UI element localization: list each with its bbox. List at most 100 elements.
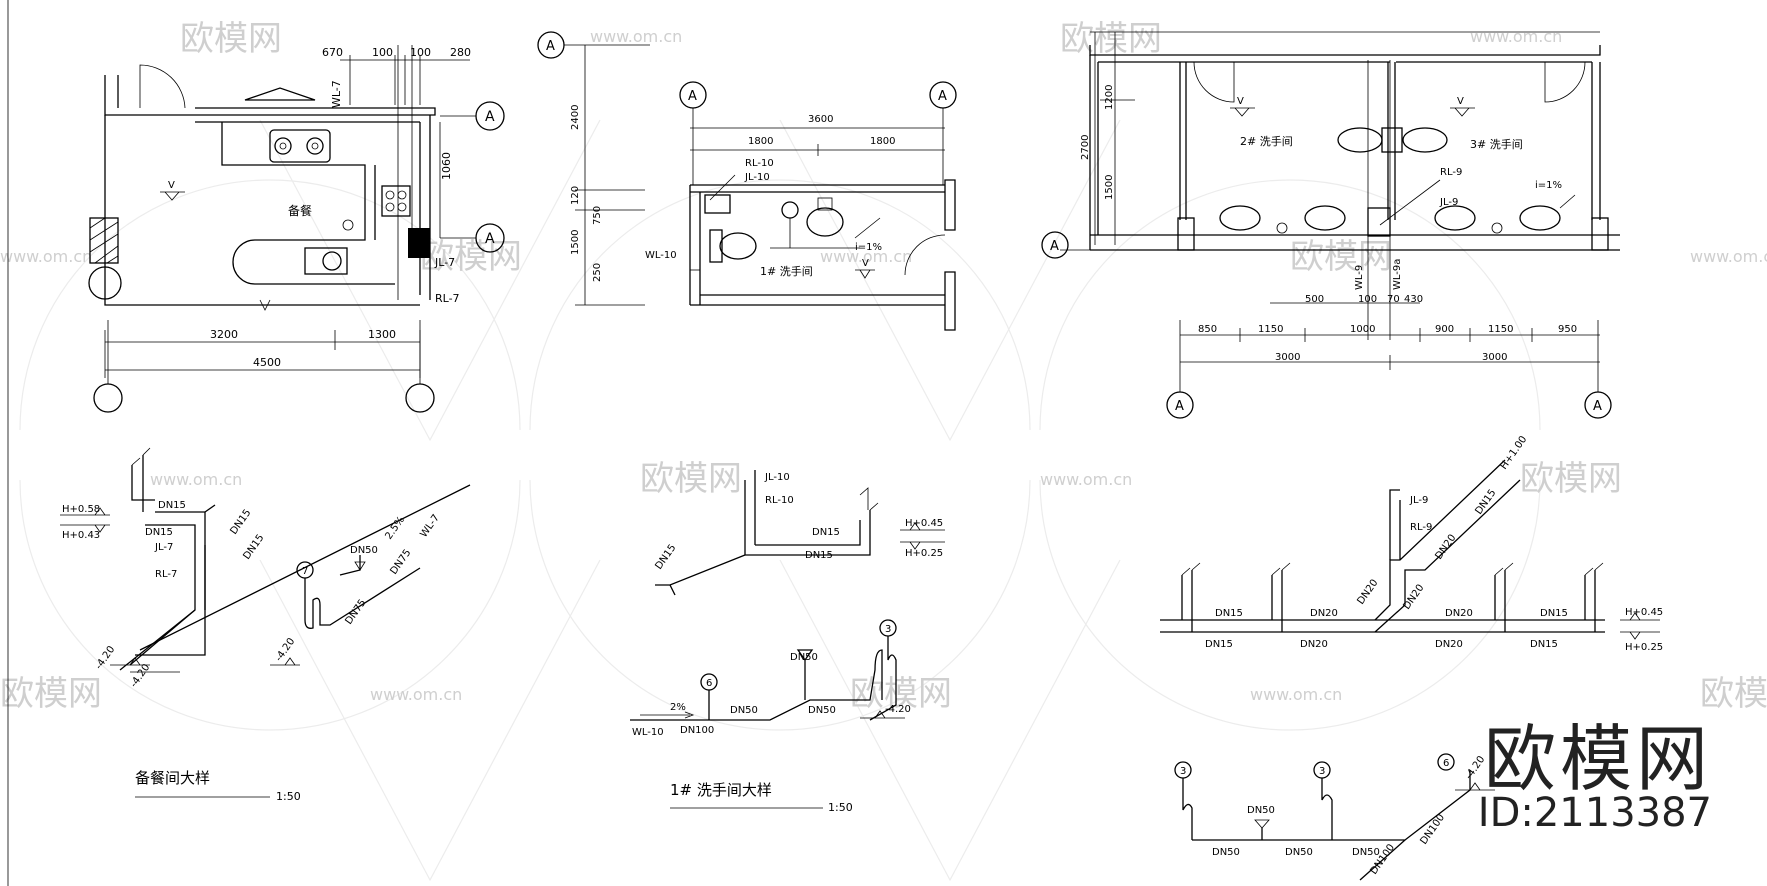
watermark-brand: 欧模网 <box>1520 459 1622 499</box>
level-label: H+0.58 <box>62 504 100 515</box>
node-label: 3 <box>885 624 891 635</box>
pipe-label: WL-7 <box>330 80 343 108</box>
watermark-texts: 欧模网 www.om.cn 欧模网 www.om.cn www.om.cn 欧模… <box>0 19 1767 714</box>
axis-tag <box>1041 231 1069 259</box>
size-label: DN20 <box>1310 608 1338 619</box>
axis-tag-label: A <box>485 231 495 247</box>
size-label: DN15 <box>653 543 678 572</box>
wash23-iso-supply <box>1160 459 1660 640</box>
pantry-iso-labels: H+0.58 H+0.43 DN15 DN15 JL-7 RL-7 DN15 D… <box>62 500 442 690</box>
pantry-plan <box>88 45 505 413</box>
level-mark: V <box>168 180 175 191</box>
pipe-label: RL-9 <box>1410 522 1432 533</box>
size-label: DN15 <box>1205 639 1233 650</box>
size-label: DN15 <box>228 508 253 537</box>
title-pantry: 备餐间大样 <box>135 769 210 787</box>
watermark-brand: 欧模网 <box>1290 237 1392 277</box>
pipe-label: WL-9 <box>1354 265 1365 290</box>
watermark-url: www.om.cn <box>590 27 682 46</box>
watermark-brand: 欧模网 <box>420 237 522 277</box>
size-label: DN15 <box>1540 608 1568 619</box>
pantry-iso <box>60 447 471 673</box>
pipe-label: JL-10 <box>744 172 770 183</box>
dim-row2: 3000 <box>1275 352 1300 363</box>
size-label: DN20 <box>1355 578 1380 607</box>
dim-left: 2700 <box>1080 135 1091 160</box>
dim-row1: 950 <box>1558 324 1577 335</box>
wash23-plan <box>1041 31 1620 419</box>
watermark-brand: 欧模网 <box>0 674 102 714</box>
pipe-label: WL-9a <box>1392 259 1403 290</box>
dim-bottom: 3200 <box>210 328 238 341</box>
size-label: DN75 <box>388 548 413 577</box>
watermark-url: www.om.cn <box>1690 247 1767 266</box>
size-label: DN50 <box>808 705 836 716</box>
scale-wash1: 1:50 <box>828 801 853 814</box>
size-label: DN20 <box>1435 639 1463 650</box>
axis-tag-label: A <box>485 109 495 125</box>
node-label: 7 <box>302 566 308 577</box>
slope-label: i=1% <box>1535 180 1562 191</box>
pipe-label: JL-7 <box>434 256 455 269</box>
dim-left: 1200 <box>1104 85 1115 110</box>
size-label: DN50 <box>1352 847 1380 858</box>
node-label: 3 <box>1319 766 1325 777</box>
axis-tag-label: A <box>1175 399 1184 414</box>
level-label: H+0.25 <box>905 548 943 559</box>
title-wash1: 1# 洗手间大样 <box>670 781 772 799</box>
watermark-brand: 欧模网 <box>1060 19 1162 59</box>
level-label: H+0.25 <box>1625 642 1663 653</box>
dim-row1: 1000 <box>1350 324 1375 335</box>
dim-left: 1500 <box>1104 175 1115 200</box>
dim-top: 100 <box>372 46 393 59</box>
model-id: ID:2113387 <box>1477 790 1712 836</box>
dim-row1: 850 <box>1198 324 1217 335</box>
pipe-label: RL-10 <box>765 495 794 506</box>
size-label: DN15 <box>158 500 186 511</box>
pipe-label: WL-7 <box>418 513 442 540</box>
node-label: 3 <box>1180 766 1186 777</box>
pipe-label: JL-9 <box>1409 495 1428 506</box>
dim-under: 500 <box>1305 294 1324 305</box>
level-mark: V <box>1237 96 1244 107</box>
axis-tag-label: A <box>938 89 947 104</box>
watermark-brand: 欧模网 <box>850 674 952 714</box>
dim-row1: 1150 <box>1258 324 1283 335</box>
slope-label: i=1% <box>855 242 882 253</box>
level-mark: V <box>862 258 869 269</box>
axis-tag-label: A <box>688 89 697 104</box>
watermark-brand: 欧模网 <box>180 19 282 59</box>
scale-pantry: 1:50 <box>276 790 301 803</box>
dim-bottom: 1300 <box>368 328 396 341</box>
wash1-plan <box>537 31 957 331</box>
dim-top: 1800 <box>870 136 895 147</box>
pipe-label: JL-9 <box>1439 197 1458 208</box>
wash1-iso <box>630 470 945 721</box>
pantry-labels: 670 100 100 280 1060 3200 1300 4500 WL-7… <box>168 46 495 369</box>
size-label: DN20 <box>1433 533 1458 562</box>
axis-tag-label: A <box>1050 239 1059 254</box>
pipe-label: RL-7 <box>435 292 460 305</box>
drawing-titles: 备餐间大样 1:50 1# 洗手间大样 1:50 <box>135 769 853 814</box>
size-label: DN75 <box>343 598 368 627</box>
level-label: -4.20 <box>128 662 152 690</box>
size-label: DN15 <box>812 527 840 538</box>
watermark-url: www.om.cn <box>1040 470 1132 489</box>
pipe-label: RL-7 <box>155 569 177 580</box>
pipe-label: RL-10 <box>745 158 774 169</box>
pipe-label: RL-9 <box>1440 167 1462 178</box>
size-label: DN50 <box>730 705 758 716</box>
size-label: DN50 <box>1247 805 1275 816</box>
axis-tag-label: A <box>546 39 555 54</box>
size-label: DN20 <box>1445 608 1473 619</box>
room-label: 2# 洗手间 <box>1240 134 1293 148</box>
size-label: DN50 <box>1285 847 1313 858</box>
wash23-iso-drain-labels: 3 3 6 DN50 DN50 DN50 DN50 DN100 DN100 -4… <box>1180 754 1487 877</box>
size-label: DN20 <box>1300 639 1328 650</box>
watermark-url: www.om.cn <box>820 247 912 266</box>
watermark-url: www.om.cn <box>1470 27 1562 46</box>
slope-label: 2.5% <box>383 515 407 542</box>
size-label: DN15 <box>1530 639 1558 650</box>
size-label: DN15 <box>241 533 266 562</box>
